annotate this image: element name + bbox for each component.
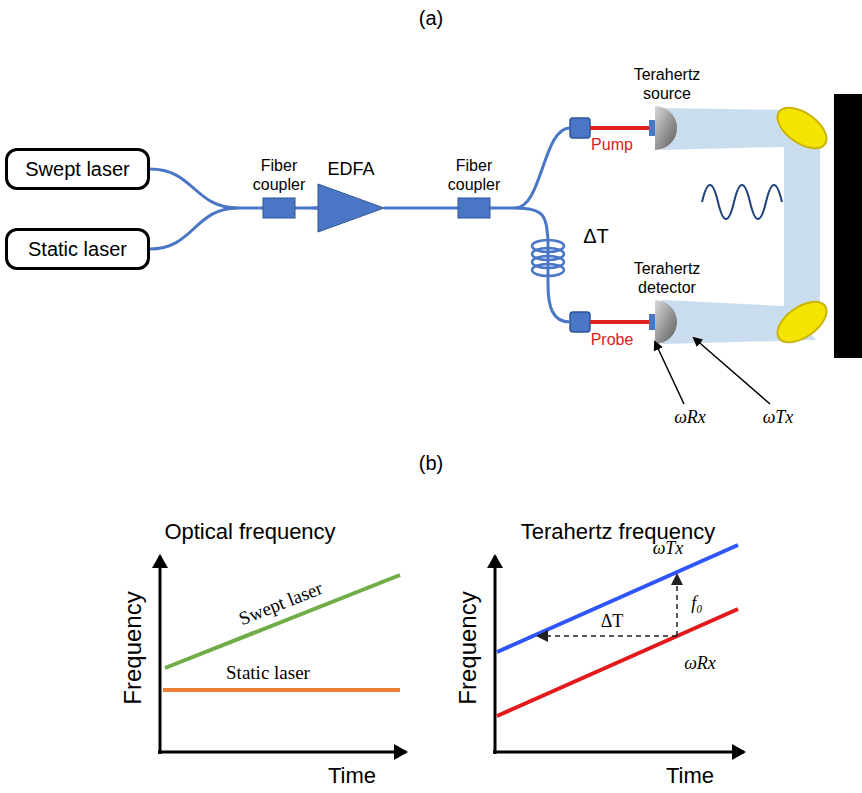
- leader-arrow: [694, 338, 770, 404]
- node-shape: [433, 156, 515, 220]
- optical-fiber: [515, 208, 570, 322]
- fiber-coupler: Fiber coupler: [238, 156, 320, 220]
- text-label: Frequency: [455, 591, 481, 704]
- thz-device: Terahertz detector: [570, 259, 724, 350]
- static-line: [163, 688, 400, 692]
- node-label: Static laser: [28, 238, 127, 261]
- fiber-connector: [570, 118, 590, 138]
- node-shape: [318, 159, 384, 234]
- leader-arrow: [655, 342, 684, 404]
- laser-box: Swept laser: [5, 148, 150, 190]
- text-label: Time: [666, 764, 714, 788]
- fiber-connector: [570, 312, 590, 332]
- thz-beam: [784, 138, 820, 312]
- text-label: Optical frequency: [164, 520, 335, 544]
- thz-wave: [702, 185, 782, 219]
- node-label: Terahertz source: [610, 65, 724, 103]
- coupler-body: [458, 198, 490, 218]
- text-label: ωRx: [674, 408, 706, 428]
- optical-fiber: [150, 208, 238, 249]
- x-axis: [158, 751, 406, 754]
- x-axis: [493, 751, 744, 754]
- laser-box: Static laser: [5, 228, 150, 270]
- node-label: Fiber coupler: [238, 156, 320, 194]
- text-label: Time: [328, 764, 376, 788]
- node-shape: [238, 156, 320, 220]
- text-label: Swept laser: [236, 578, 326, 630]
- mirror: [770, 294, 833, 351]
- y-axis: [494, 556, 497, 754]
- rx-line: [497, 609, 738, 716]
- text-label: (b): [419, 452, 443, 474]
- emitter-chip: [649, 120, 655, 136]
- text-label: ωTx: [653, 539, 684, 559]
- node-text: Terahertz detector: [610, 259, 724, 297]
- optical-fiber: [312, 207, 325, 210]
- node-label: Terahertz detector: [610, 259, 724, 297]
- text-label: Frequency: [120, 591, 146, 704]
- text-label: Static laser: [226, 663, 310, 684]
- edge-label: ΔT: [581, 225, 611, 247]
- mirror: [770, 100, 833, 157]
- node-label: Swept laser: [25, 158, 130, 181]
- node-text: Static laser: [28, 238, 127, 261]
- node-text: Fiber coupler: [238, 156, 320, 194]
- fiber: [433, 207, 515, 210]
- node-text: Terahertz source: [610, 65, 724, 103]
- node-text: Fiber coupler: [433, 156, 515, 194]
- optical-fiber: [384, 207, 433, 210]
- detector-chip: [649, 314, 655, 330]
- probe-beam: [590, 320, 649, 324]
- text-label: ωTx: [763, 408, 794, 428]
- offset-arrow: [676, 575, 678, 636]
- fiber-coupler: Fiber coupler: [433, 156, 515, 220]
- housing: [834, 94, 862, 358]
- optical-fiber: [515, 128, 570, 208]
- coupler-body: [263, 198, 295, 218]
- node-text: EDFA: [318, 159, 384, 181]
- text-label: (a): [419, 7, 443, 29]
- optical-fiber: [150, 169, 238, 208]
- silicon-lens: [655, 106, 677, 150]
- delay-arrow: [538, 635, 677, 637]
- amplifier-triangle: EDFA: [318, 159, 384, 234]
- text-label: f₀: [691, 594, 702, 614]
- text-label: ΔT: [601, 612, 624, 632]
- tx-line: [497, 545, 738, 652]
- node-label: EDFA: [318, 159, 384, 181]
- text-label: ωRx: [684, 654, 716, 674]
- text-label: Pump: [591, 136, 633, 154]
- fiber: [238, 207, 320, 210]
- y-axis: [159, 556, 162, 754]
- thz-device: Terahertz source: [570, 65, 724, 156]
- pump-beam: [590, 126, 649, 130]
- amplifier-body: [318, 184, 384, 232]
- node-label: Fiber coupler: [433, 156, 515, 194]
- swept-line: [165, 575, 400, 668]
- node-text: Swept laser: [25, 158, 130, 181]
- silicon-lens: [655, 300, 677, 344]
- text-label: Terahertz frequency: [521, 520, 715, 544]
- text-label: Probe: [591, 331, 634, 349]
